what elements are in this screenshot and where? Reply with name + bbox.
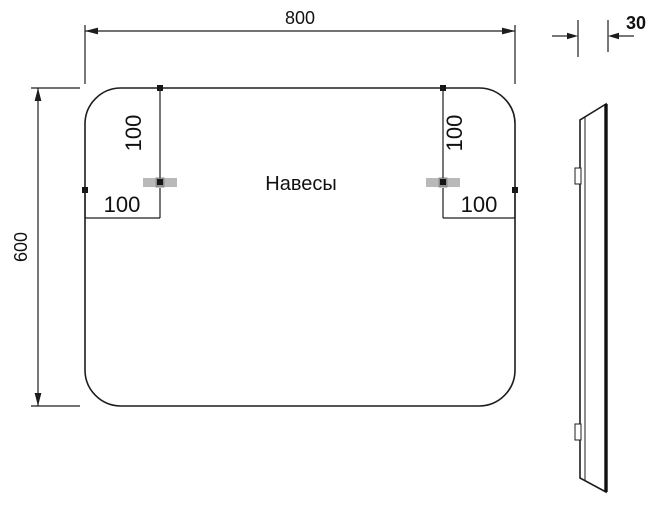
arrow-left-icon	[608, 32, 619, 40]
dim-left-side-label: 100	[104, 192, 141, 217]
dim-right-top-label: 100	[442, 115, 467, 152]
front-view: Навесы	[84, 87, 516, 407]
side-hanger-top-icon	[574, 167, 582, 185]
arrow-down-icon	[34, 393, 42, 406]
arrow-up-icon	[34, 88, 42, 101]
dim-height-600: 600	[11, 87, 80, 407]
dim-left-top-label: 100	[121, 115, 146, 152]
dim-right-hanger-top-100: 100	[440, 85, 467, 185]
mirror-side-outline	[579, 102, 607, 494]
hangers-label: Навесы	[265, 173, 336, 195]
side-hanger-bottom-icon	[574, 423, 582, 441]
dim-height-label: 600	[11, 232, 31, 262]
dim-width-label: 800	[285, 8, 315, 28]
dim-left-hanger-top-100: 100	[121, 85, 163, 185]
dim-thickness-30: 30	[552, 13, 646, 57]
dim-width-800: 800	[84, 8, 516, 84]
dim-right-hanger-side-100: 100	[442, 187, 518, 219]
side-view	[574, 102, 608, 494]
dim-right-side-label: 100	[461, 192, 498, 217]
dim-thickness-label: 30	[626, 13, 646, 33]
dim-point	[440, 179, 446, 185]
arrow-right-icon	[567, 32, 578, 40]
dim-point	[157, 179, 163, 185]
mirror-front-outline	[84, 87, 516, 407]
arrow-right-icon	[502, 27, 515, 35]
arrow-left-icon	[85, 27, 98, 35]
dim-left-hanger-side-100: 100	[82, 187, 161, 219]
